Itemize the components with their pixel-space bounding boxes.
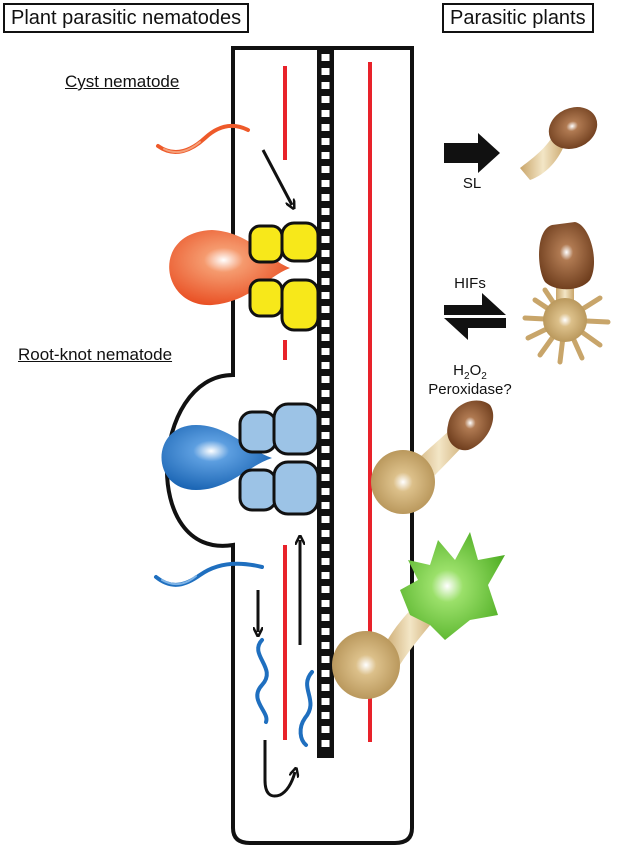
u-turn-arrow: [263, 740, 295, 798]
sl-signal-label: SL: [462, 175, 482, 192]
root-knot-female-nematode: [161, 425, 272, 490]
juvenile-in-root-1: [255, 638, 269, 724]
peroxidase-signal-label: Peroxidase?: [428, 381, 512, 398]
cyst-nematode-label: Cyst nematode: [65, 72, 180, 91]
vascular-strand: [317, 48, 334, 758]
attached-parasite-seedling: [371, 400, 494, 514]
h2o2-reverse-arrow: [444, 318, 506, 340]
root-knot-nematode-label: Root-knot nematode: [18, 345, 173, 364]
haustorium-with-hairs: [522, 222, 611, 365]
germinating-seed: [520, 107, 598, 180]
left-panel-title: Plant parasitic nematodes: [3, 3, 250, 33]
cyst-migration-arrow: [261, 149, 292, 205]
h2o2-signal-label: H2O2: [453, 362, 487, 382]
hifs-signal-label: HIFs: [454, 275, 486, 292]
juvenile-in-root-2: [298, 670, 314, 747]
root-knot-giant-cells: [238, 402, 320, 516]
sl-arrow: [444, 133, 500, 173]
green-parasite-shoot: [332, 532, 505, 699]
hifs-forward-arrow: [444, 293, 506, 315]
right-panel-title: Parasitic plants: [442, 3, 594, 33]
cyst-syncytium: [248, 221, 320, 332]
